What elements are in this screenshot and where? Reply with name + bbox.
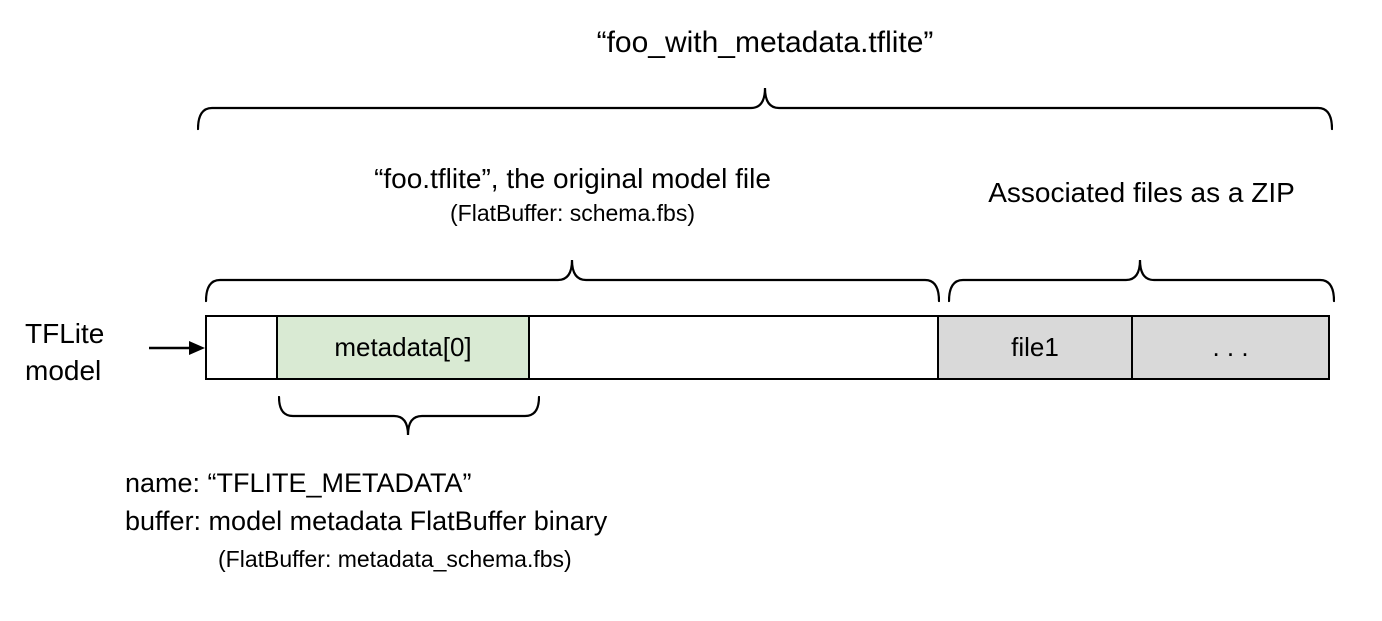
top-brace (197, 87, 1333, 131)
metadata-under-brace (278, 396, 540, 436)
metadata-note-schema: (FlatBuffer: metadata_schema.fbs) (218, 546, 572, 572)
bar-segment-metadata-label: metadata[0] (334, 332, 472, 362)
metadata-note-name: name: “TFLITE_METADATA” (125, 468, 472, 498)
original-model-label-line1: “foo.tflite”, the original model file (374, 163, 771, 194)
bar-segment-more-files-label: . . . (1212, 332, 1249, 362)
tflite-model-label-line2: model (25, 355, 102, 386)
model-bar: metadata[0] file1 . . . (205, 315, 1330, 380)
bar-segment-metadata: metadata[0] (278, 317, 530, 378)
bar-segment-file1: file1 (939, 317, 1133, 378)
bar-segment-model-body (530, 317, 939, 378)
model-file-brace (205, 259, 940, 303)
bar-segment-more-files: . . . (1133, 317, 1328, 378)
file-title: “foo_with_metadata.tflite” (596, 26, 934, 59)
associated-files-label: Associated files as a ZIP (988, 177, 1295, 208)
tflite-model-label: TFLite model (25, 315, 104, 389)
original-model-schema-label: (FlatBuffer: schema.fbs) (450, 200, 695, 226)
original-model-label: “foo.tflite”, the original model file (F… (205, 163, 940, 227)
arrow-right-icon (149, 341, 205, 355)
bar-segment-file1-label: file1 (1011, 332, 1059, 362)
zip-brace (948, 259, 1335, 303)
metadata-note: name: “TFLITE_METADATA” buffer: model me… (125, 464, 607, 573)
metadata-note-buffer: buffer: model metadata FlatBuffer binary (125, 506, 608, 536)
tflite-model-label-line1: TFLite (25, 318, 105, 349)
bar-segment-header (207, 317, 278, 378)
